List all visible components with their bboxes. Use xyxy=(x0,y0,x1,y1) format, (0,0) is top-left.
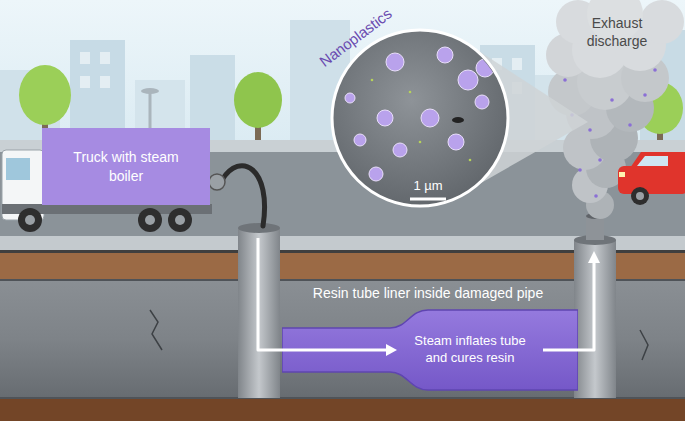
window xyxy=(100,52,110,64)
soil-layer xyxy=(0,398,685,421)
nanoplastic-particle xyxy=(377,110,393,126)
nanoplastic-particle xyxy=(476,59,494,77)
tree-crown xyxy=(234,72,282,128)
scale-label: 1 µm xyxy=(413,178,442,194)
debris-speck xyxy=(419,141,422,144)
particle-dot xyxy=(610,98,614,102)
truck-cargo-box: Truck with steam boiler xyxy=(42,128,210,205)
pipe-crack xyxy=(640,330,648,360)
surface-pore xyxy=(452,117,464,123)
truck-wheel xyxy=(138,208,162,232)
nanoplastic-particle xyxy=(369,167,383,181)
window xyxy=(80,76,90,88)
car-headlight xyxy=(619,172,625,177)
truck-wheel xyxy=(168,208,192,232)
tree-crown xyxy=(19,65,71,125)
steam-hose xyxy=(222,166,265,226)
nanoplastic-particle xyxy=(437,47,453,63)
nanoplastic-particle xyxy=(393,143,407,157)
nanoplastic-particle xyxy=(354,134,366,146)
car-roof xyxy=(630,152,685,168)
car-window xyxy=(637,156,668,166)
pipe-crack xyxy=(150,310,162,350)
node-text: Steam inflates tube and cures resin xyxy=(404,333,536,367)
particle-dot xyxy=(628,123,632,127)
particle-dot xyxy=(653,68,657,72)
exhaust-stack xyxy=(586,216,604,240)
debris-speck xyxy=(409,91,412,94)
nanoplastic-particle xyxy=(421,109,439,127)
particle-dot xyxy=(588,128,592,132)
nanoplastic-particle xyxy=(448,134,464,150)
lamp-head xyxy=(141,88,159,94)
exhaust-label: Exhaust discharge xyxy=(579,15,655,50)
window xyxy=(100,76,110,88)
truck-hub xyxy=(145,215,155,225)
steam-flow-arrowhead xyxy=(588,251,600,263)
particle-dot xyxy=(598,158,602,162)
nanoplastic-particle xyxy=(475,95,489,109)
cab-window xyxy=(6,158,30,180)
hose-connector xyxy=(209,174,225,190)
nanoplastic-particle xyxy=(345,93,355,103)
inset-title: Nanoplastics xyxy=(316,5,396,72)
car-body xyxy=(618,166,685,194)
particle-dot xyxy=(643,93,647,97)
truck-hub xyxy=(175,215,185,225)
scale-bar xyxy=(410,198,446,201)
debris-speck xyxy=(469,159,472,162)
steam-flow-arrowhead xyxy=(386,344,397,356)
window xyxy=(80,52,90,64)
pipe-label: Resin tube liner inside damaged pipe xyxy=(313,285,543,303)
particle-dot xyxy=(578,168,582,172)
car-wheel xyxy=(631,187,649,205)
debris-speck xyxy=(371,79,374,82)
particle-dot xyxy=(594,194,598,198)
truck-wheel xyxy=(18,208,42,232)
particle-dot xyxy=(563,78,567,82)
shaft-opening xyxy=(238,223,280,233)
microscope-inset xyxy=(332,30,508,206)
nanoplastic-particle xyxy=(458,70,478,90)
truck-hub xyxy=(25,215,35,225)
window xyxy=(512,58,522,70)
car-hub xyxy=(636,192,644,200)
node-text: Truck with steam boiler xyxy=(67,148,185,184)
steam-flow-line xyxy=(543,262,594,350)
nanoplastic-particle xyxy=(386,53,404,71)
